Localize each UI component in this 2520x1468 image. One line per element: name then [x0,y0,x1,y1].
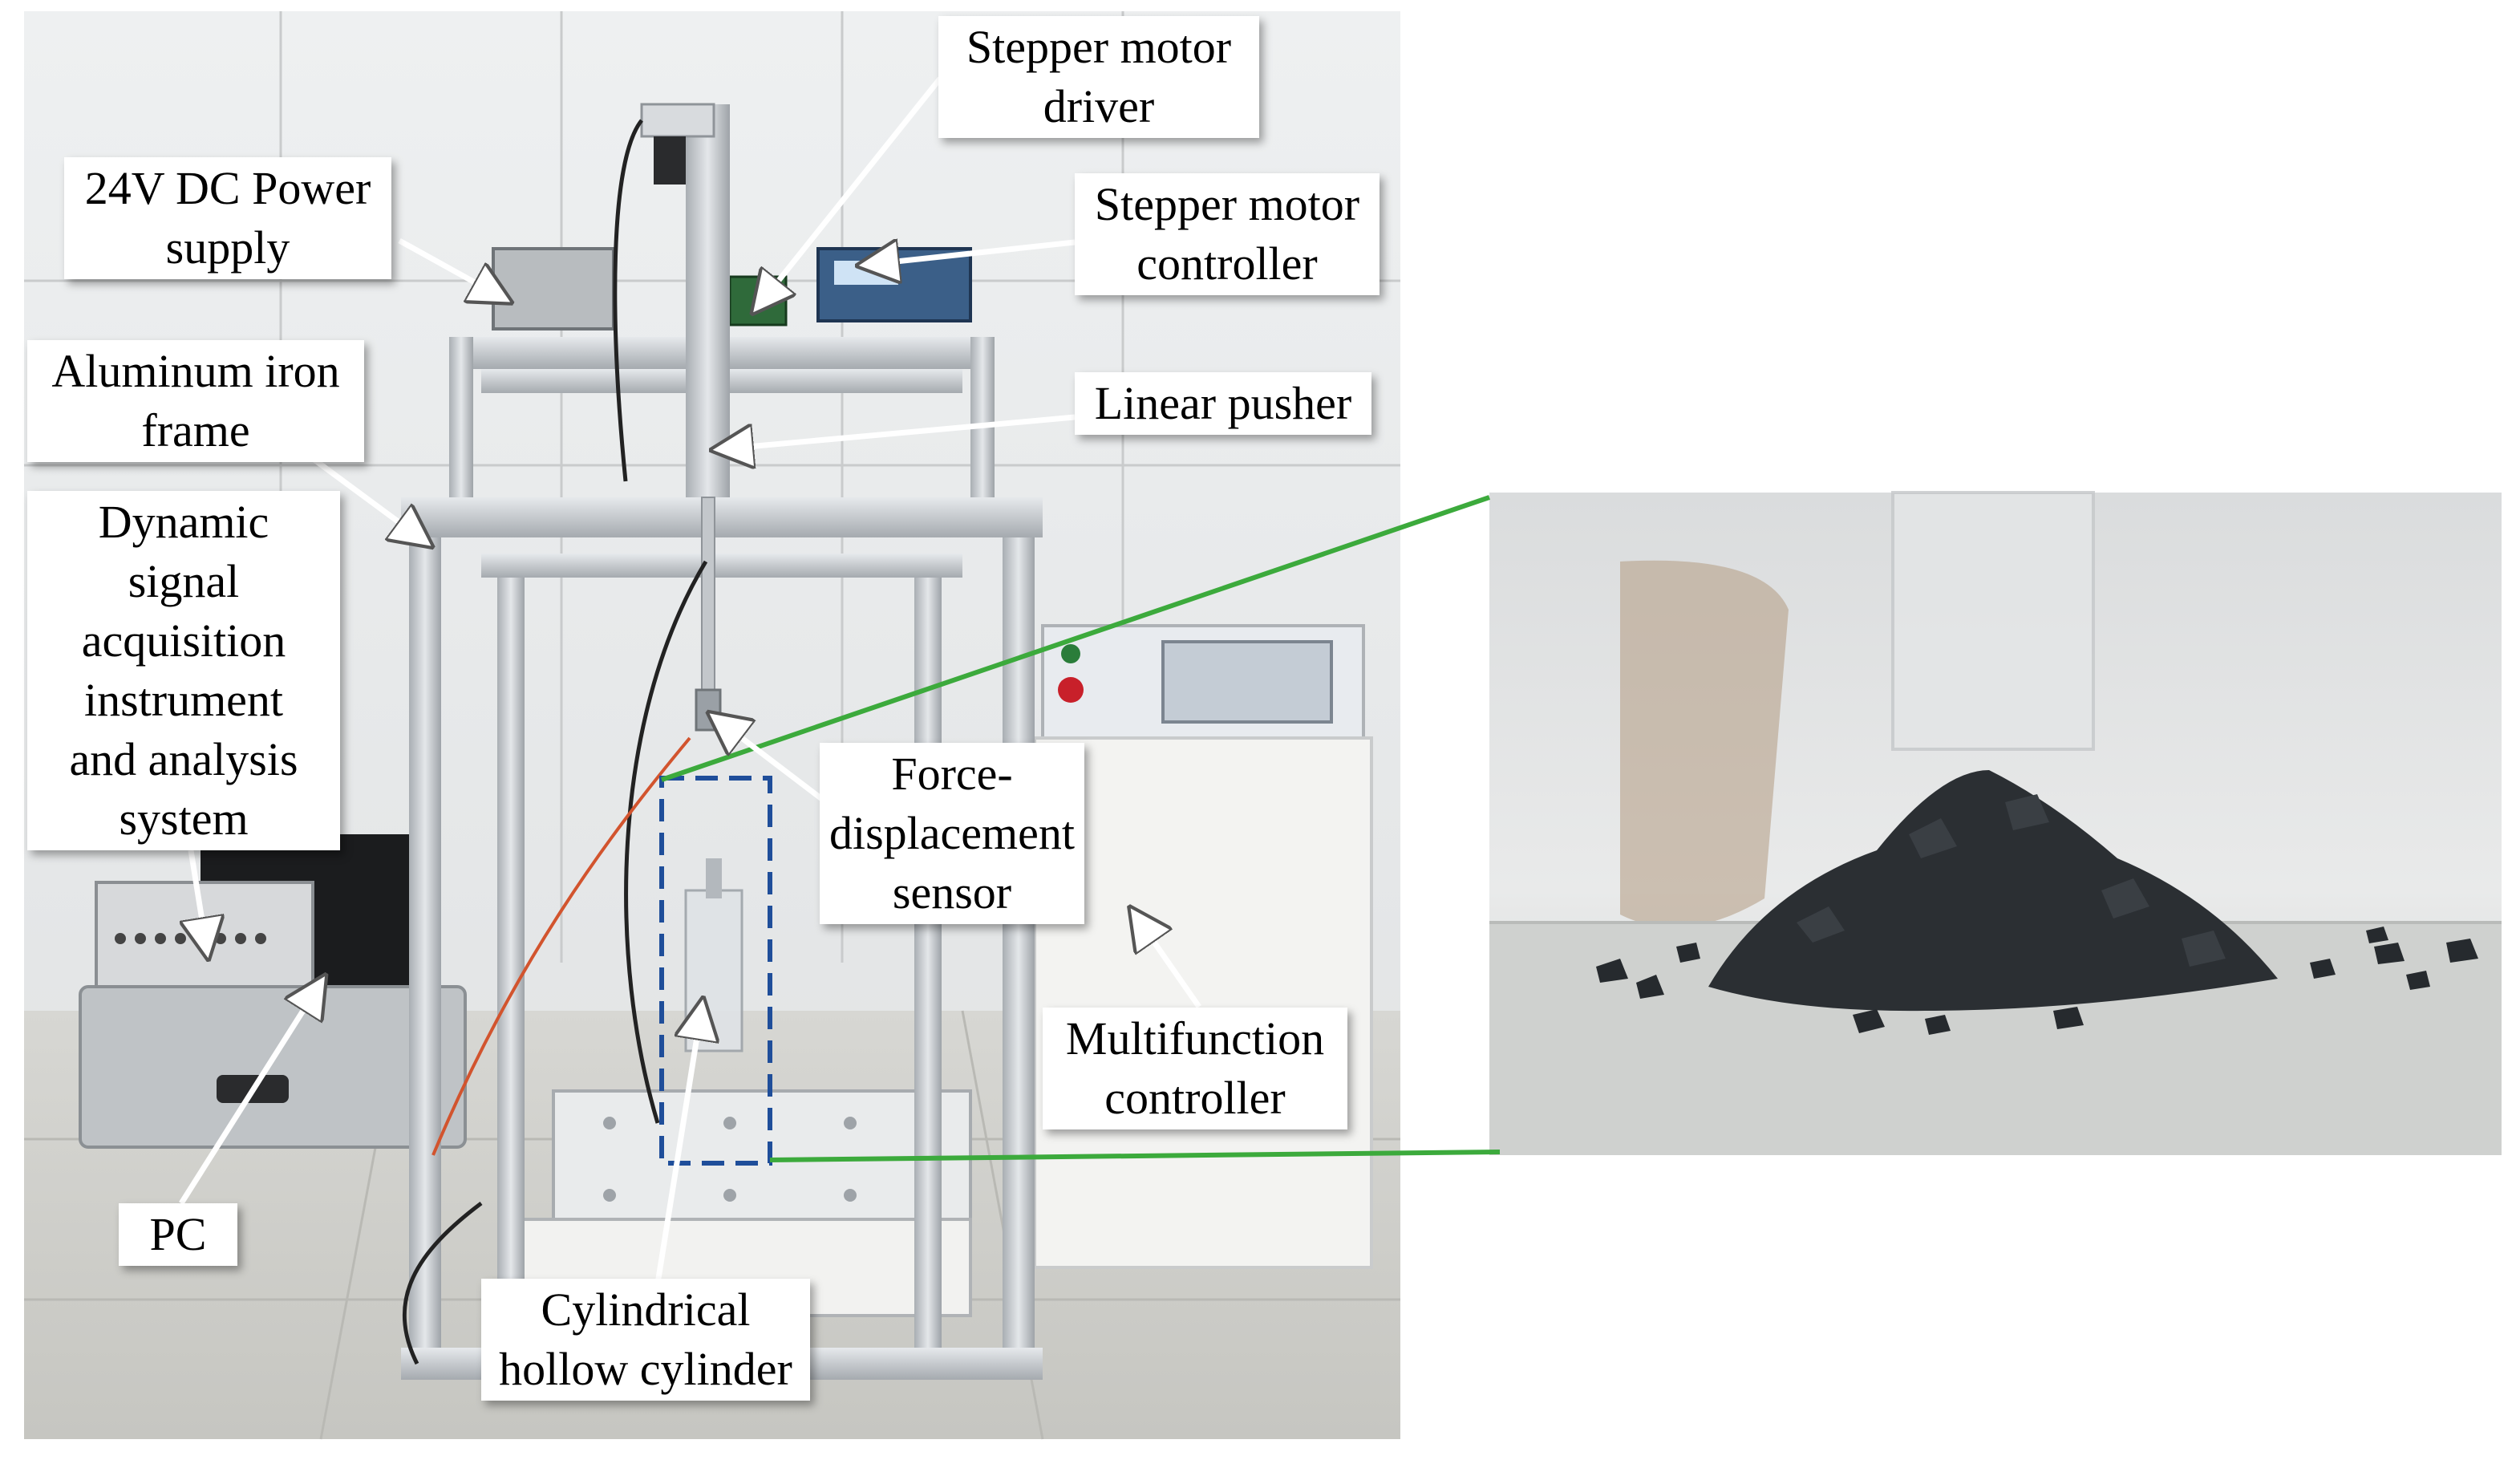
label-cylindrical-hollow-cylinder: Cylindrical hollow cylinder [481,1279,810,1401]
arrow-cylinder [654,1007,702,1284]
cylinder-photo [684,889,743,1052]
label-multifunction-controller: Multifunction controller [1043,1008,1347,1129]
arrow-controller [866,242,1076,265]
cylinder-closeup [1891,491,2095,751]
zoomed-photo [1489,491,2502,1155]
arrow-power [398,237,504,298]
label-power-supply: 24V DC Power supply [64,157,391,279]
selection-box [659,776,772,1166]
arrow-multifunction [1135,914,1201,1008]
label-stepper-motor-controller: Stepper motor controller [1075,173,1380,295]
linear-pusher [686,104,730,497]
power-supply [492,247,615,331]
pc-case [79,985,467,1149]
arrow-driver [758,76,942,306]
label-dynamic-signal-acquisition: Dynamic signal acquisition instrument an… [27,491,340,850]
base-platform [552,1089,972,1237]
force-displacement-sensor [695,688,722,732]
zoom-connector [661,495,1501,1162]
arrow-pusher [720,414,1076,449]
arrow-acquisition [191,850,207,951]
annotation-arrows [179,76,1201,1284]
multifunction-controller-cabinet [1033,736,1373,1269]
label-pc: PC [119,1203,237,1266]
arrow-pc [179,983,321,1205]
arrow-sensor [715,718,829,805]
label-force-displacement-sensor: Force- displacement sensor [820,743,1084,924]
gangue-pile [1596,770,2478,1035]
label-linear-pusher: Linear pusher [1075,372,1371,435]
label-stepper-motor-driver: Stepper motor driver [938,16,1259,138]
arrow-frame [306,453,425,541]
label-aluminum-iron-frame: Aluminum iron frame [27,340,364,462]
